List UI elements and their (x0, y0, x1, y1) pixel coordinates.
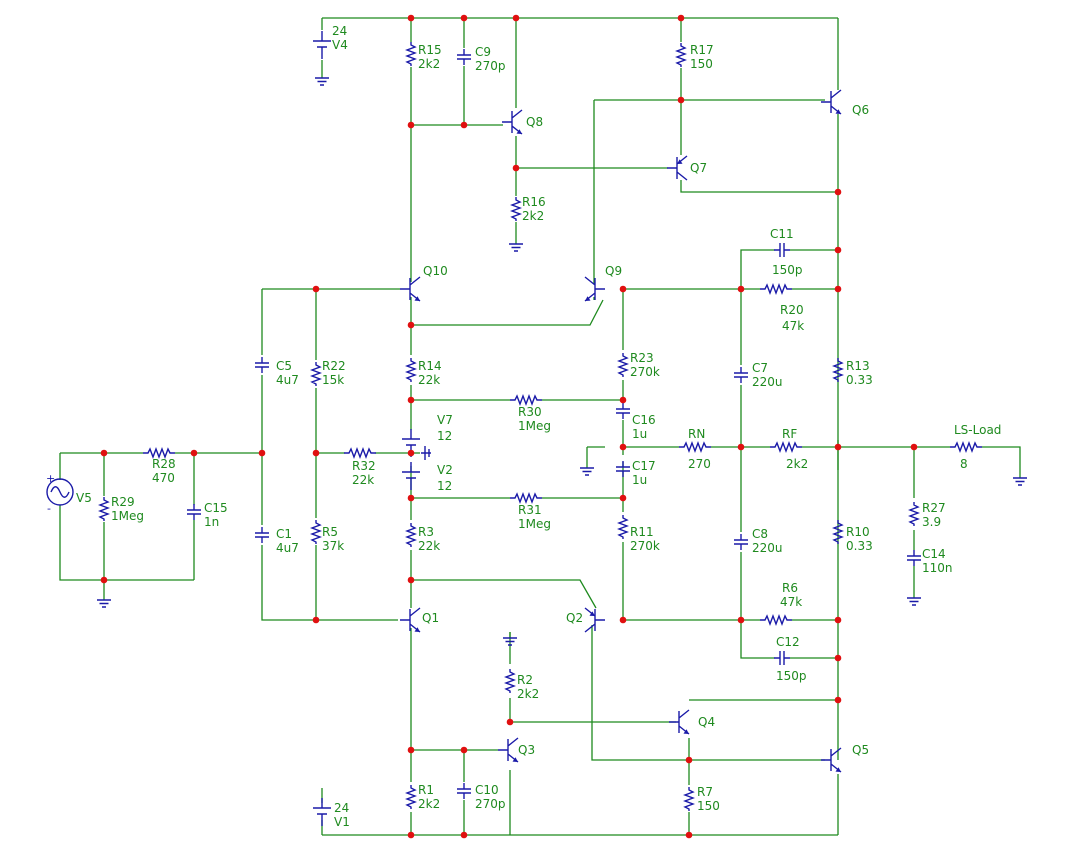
label-r6-ref: R6 (782, 581, 798, 595)
components (46, 31, 1028, 826)
label-q9-ref: Q9 (605, 264, 622, 278)
label-v1-ref: V1 (334, 815, 350, 829)
label-c14-value: 110n (922, 561, 953, 575)
label-r32-value: 22k (352, 473, 374, 487)
label-r28-ref: R28 (152, 457, 176, 471)
label-r14-ref: R14 (418, 359, 442, 373)
label-q4-ref: Q4 (698, 715, 715, 729)
label-q7-ref: Q7 (690, 161, 707, 175)
label-q5-ref: Q5 (852, 743, 869, 757)
label-r3-ref: R3 (418, 525, 434, 539)
label-c16-value: 1u (632, 427, 647, 441)
label-r16-value: 2k2 (522, 209, 544, 223)
label-c12-value: 150p (776, 669, 807, 683)
label-r13-value: 0.33 (846, 373, 873, 387)
label-c15-ref: C15 (204, 501, 228, 515)
label-c1-ref: C1 (276, 527, 292, 541)
label-r15-value: 2k2 (418, 57, 440, 71)
label-c5-value: 4u7 (276, 373, 299, 387)
label-r31-value: 1Meg (518, 517, 551, 531)
label-q10-ref: Q10 (423, 264, 448, 278)
label-c8-ref: C8 (752, 527, 768, 541)
label-r14-value: 22k (418, 373, 440, 387)
label-r29-value: 1Meg (111, 509, 144, 523)
label-rn-ref: RN (688, 427, 705, 441)
label-r23-value: 270k (630, 365, 660, 379)
labels: 24V424V1R152k2C9270pR17150Q8Q6Q7R162k2C1… (46, 24, 1001, 829)
label-r30-value: 1Meg (518, 419, 551, 433)
label-q8-ref: Q8 (526, 115, 543, 129)
label-q1-ref: Q1 (422, 611, 439, 625)
label-r20-value: 47k (782, 319, 804, 333)
label-c14-ref: C14 (922, 547, 946, 561)
label-r20-ref: R20 (780, 303, 804, 317)
label-rf-ref: RF (782, 427, 797, 441)
label-c10-value: 270p (475, 797, 506, 811)
label-v1-value: 24 (334, 801, 349, 815)
label-c11-value: 150p (772, 263, 803, 277)
label-r6-value: 47k (780, 595, 802, 609)
label-c8-value: 220u (752, 541, 783, 555)
label-r22-ref: R22 (322, 359, 346, 373)
label-r17-ref: R17 (690, 43, 714, 57)
label-r31-ref: R31 (518, 503, 542, 517)
label-c17-ref: C17 (632, 459, 656, 473)
label-r27-value: 3.9 (922, 515, 941, 529)
label-v4-ref: V4 (332, 38, 348, 52)
label-r23-ref: R23 (630, 351, 654, 365)
label-lsload-value: 8 (960, 457, 968, 471)
label-v5-ref: V5 (76, 491, 92, 505)
label-c1-value: 4u7 (276, 541, 299, 555)
label-r32-ref: R32 (352, 459, 376, 473)
v5-plus-sign: + (46, 472, 55, 485)
label-r17-value: 150 (690, 57, 713, 71)
label-c7-value: 220u (752, 375, 783, 389)
label-lsload-ref: LS-Load (954, 423, 1001, 437)
label-r1-ref: R1 (418, 783, 434, 797)
label-r1-value: 2k2 (418, 797, 440, 811)
v5-minus-sign: - (47, 502, 51, 515)
label-r13-ref: R13 (846, 359, 870, 373)
label-c11-ref: C11 (770, 227, 794, 241)
label-r29-ref: R29 (111, 495, 135, 509)
label-v2-ref: V2 (437, 463, 453, 477)
label-r5-value: 37k (322, 539, 344, 553)
label-v4-value: 24 (332, 24, 347, 38)
label-v7-ref: V7 (437, 413, 453, 427)
label-c7-ref: C7 (752, 361, 768, 375)
label-rn-value: 270 (688, 457, 711, 471)
label-r5-ref: R5 (322, 525, 338, 539)
label-c5-ref: C5 (276, 359, 292, 373)
label-c9-value: 270p (475, 59, 506, 73)
label-r3-value: 22k (418, 539, 440, 553)
label-c12-ref: C12 (776, 635, 800, 649)
label-r7-ref: R7 (697, 785, 713, 799)
label-r2-ref: R2 (517, 673, 533, 687)
label-r10-ref: R10 (846, 525, 870, 539)
label-v7-value: 12 (437, 429, 452, 443)
label-rf-value: 2k2 (786, 457, 808, 471)
label-c10-ref: C10 (475, 783, 499, 797)
label-r11-ref: R11 (630, 525, 654, 539)
label-q2-ref: Q2 (566, 611, 583, 625)
label-r7-value: 150 (697, 799, 720, 813)
label-c16-ref: C16 (632, 413, 656, 427)
label-r16-ref: R16 (522, 195, 546, 209)
label-r27-ref: R27 (922, 501, 946, 515)
label-r30-ref: R30 (518, 405, 542, 419)
label-c15-value: 1n (204, 515, 219, 529)
label-q3-ref: Q3 (518, 743, 535, 757)
junctions (100, 14, 918, 839)
label-r2-value: 2k2 (517, 687, 539, 701)
label-c9-ref: C9 (475, 45, 491, 59)
label-r10-value: 0.33 (846, 539, 873, 553)
label-r22-value: 15k (322, 373, 344, 387)
label-v2-value: 12 (437, 479, 452, 493)
label-r11-value: 270k (630, 539, 660, 553)
label-c17-value: 1u (632, 473, 647, 487)
label-q6-ref: Q6 (852, 103, 869, 117)
label-r28-value: 470 (152, 471, 175, 485)
label-r15-ref: R15 (418, 43, 442, 57)
